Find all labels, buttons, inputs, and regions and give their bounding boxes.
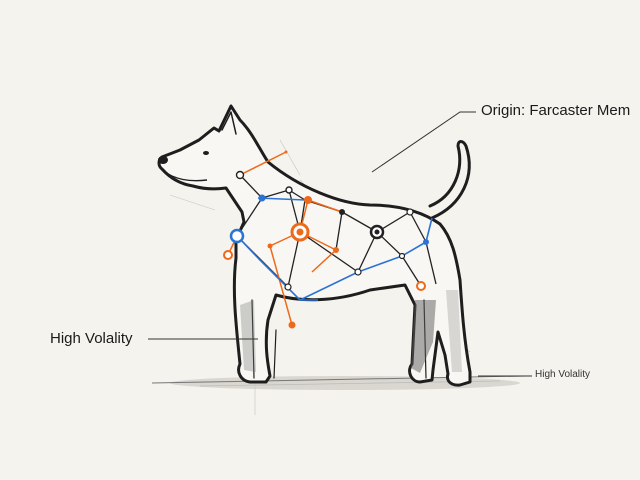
origin-label: Origin: Farcaster Mem <box>481 102 630 119</box>
node <box>417 282 425 290</box>
node <box>237 172 244 179</box>
node <box>285 151 288 154</box>
node <box>304 196 312 204</box>
node <box>285 284 291 290</box>
node <box>333 247 339 253</box>
node-large-core <box>297 229 304 236</box>
node <box>400 254 405 259</box>
dog-tail <box>430 142 469 219</box>
volatility-label-small: High Volality <box>535 369 590 380</box>
node <box>289 322 296 329</box>
node <box>423 239 429 245</box>
node <box>355 269 361 275</box>
node <box>339 209 345 215</box>
volatility-label-left: High Volality <box>50 330 133 347</box>
node <box>259 195 266 202</box>
node <box>375 230 380 235</box>
node <box>231 230 243 242</box>
dog-eye-icon <box>203 151 209 155</box>
node <box>407 209 413 215</box>
node <box>224 251 232 259</box>
node <box>268 244 273 249</box>
node <box>286 187 292 193</box>
dog-nose-icon <box>158 156 168 164</box>
